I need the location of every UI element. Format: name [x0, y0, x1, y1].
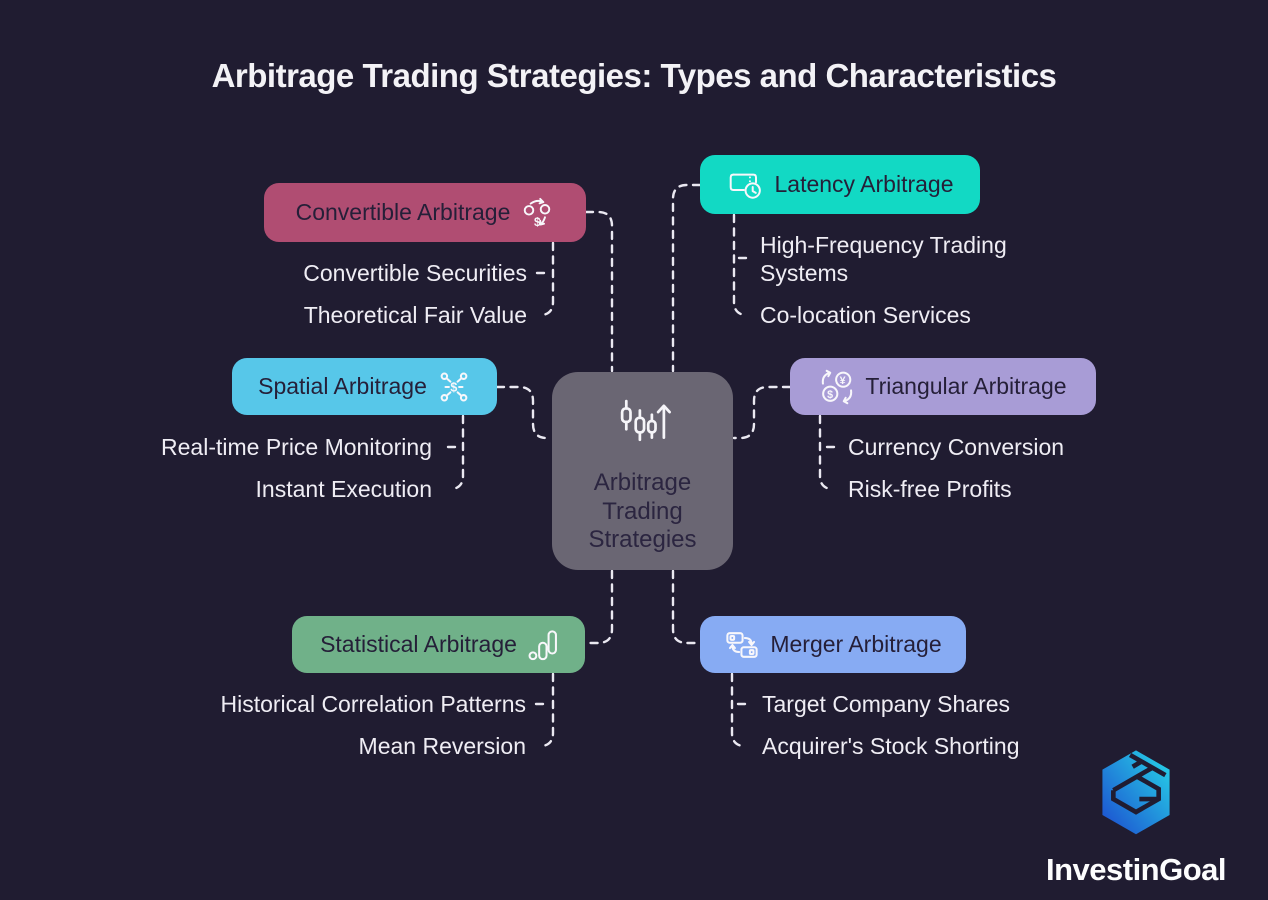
- investingoal-logo-icon: [1094, 747, 1178, 846]
- branch-node-merger: Merger Arbitrage: [700, 616, 966, 673]
- sub-item-label: Theoretical Fair Value: [303, 302, 527, 328]
- svg-text:¥: ¥: [840, 374, 846, 386]
- sub-item-label: Convertible Securities: [303, 260, 527, 286]
- sub-item-label: Real-time Price Monitoring: [161, 434, 432, 460]
- branch-node-convertible: Convertible Arbitrage $: [264, 183, 586, 242]
- branch-label-statistical: Statistical Arbitrage: [320, 631, 517, 657]
- branch-node-spatial: Spatial Arbitrage $: [232, 358, 497, 415]
- branch-node-latency: Latency Arbitrage: [700, 155, 980, 214]
- svg-text:$: $: [534, 215, 541, 228]
- svg-text:$: $: [450, 380, 457, 394]
- branch-label-triangular: Triangular Arbitrage: [865, 373, 1067, 399]
- branch-node-triangular: ¥ $ Triangular Arbitrage: [790, 358, 1096, 415]
- branch-node-statistical: Statistical Arbitrage: [292, 616, 585, 673]
- candlestick-chart-up-arrow-icon: [614, 398, 672, 451]
- sub-item-label: Target Company Shares: [762, 691, 1011, 717]
- page-title: Arbitrage Trading Strategies: Types and …: [211, 57, 1057, 94]
- investingoal-logo-text: InvestinGoal: [1045, 852, 1227, 887]
- sub-item-label: Currency Conversion: [848, 434, 1065, 460]
- sub-item-label: High-Frequency Trading Systems: [760, 232, 1007, 286]
- svg-text:$: $: [828, 388, 834, 400]
- sub-item-label: Co-location Services: [760, 302, 971, 328]
- currency-exchange-icon: ¥ $: [819, 369, 855, 405]
- sub-item-label: Risk-free Profits: [848, 476, 1012, 502]
- central-node-label: Arbitrage Trading Strategies: [588, 469, 697, 553]
- network-nodes-icon: $: [437, 370, 471, 404]
- rising-chart-icon: [527, 628, 557, 662]
- swap-traders-icon: $: [520, 197, 554, 229]
- branch-label-convertible: Convertible Arbitrage: [295, 199, 511, 225]
- sub-item-label: Acquirer's Stock Shorting: [762, 733, 1020, 759]
- sub-item-label: Instant Execution: [255, 476, 432, 502]
- sub-item-label: Mean Reversion: [358, 733, 526, 759]
- investingoal-logo: InvestinGoal: [1016, 747, 1256, 888]
- ticket-clock-icon: [726, 168, 764, 201]
- branch-label-latency: Latency Arbitrage: [774, 171, 954, 197]
- central-node: Arbitrage Trading Strategies: [552, 372, 733, 570]
- branch-label-spatial: Spatial Arbitrage: [258, 373, 427, 399]
- branch-label-merger: Merger Arbitrage: [770, 631, 942, 657]
- sub-item-label: Historical Correlation Patterns: [220, 691, 526, 717]
- merge-companies-icon: [724, 628, 760, 662]
